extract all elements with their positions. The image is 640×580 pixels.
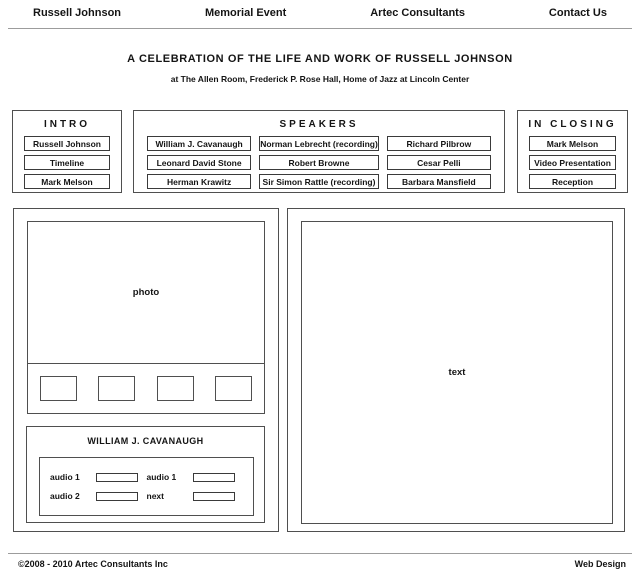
- speaker-button-sir-simon-rattle[interactable]: Sir Simon Rattle (recording): [259, 174, 379, 189]
- intro-button-mark-melson[interactable]: Mark Melson: [24, 174, 110, 189]
- audio-control-3-label: audio 2: [50, 491, 80, 501]
- speaker-button-barbara-mansfield[interactable]: Barbara Mansfield: [386, 174, 491, 189]
- speaker-button-leonard-david-stone[interactable]: Leonard David Stone: [147, 155, 252, 170]
- photo-placeholder-label: photo: [132, 287, 160, 298]
- audio-control-next: next: [147, 491, 244, 501]
- nav-item-contact-us[interactable]: Contact Us: [548, 7, 607, 19]
- audio-control-3-bar[interactable]: [96, 491, 138, 501]
- closing-button-reception[interactable]: Reception: [529, 174, 616, 189]
- audio-control-3: audio 2: [50, 491, 147, 501]
- speaker-button-william-j-cavanaugh[interactable]: William J. Cavanaugh: [147, 136, 252, 151]
- speakers-section-title: SPEAKERS: [279, 119, 359, 130]
- audio-control-next-label: next: [146, 491, 164, 501]
- photo-placeholder: photo: [28, 222, 264, 364]
- photo-thumbnail-1[interactable]: [40, 376, 77, 401]
- audio-control-2-bar[interactable]: [192, 472, 235, 482]
- audio-control-1-label: audio 1: [50, 472, 80, 482]
- intro-section: INTRO Russell Johnson Timeline Mark Mels…: [12, 110, 122, 193]
- in-closing-button-list: Mark Melson Video Presentation Reception: [518, 136, 627, 189]
- thumbnail-strip: [28, 364, 264, 413]
- in-closing-section-title: IN CLOSING: [528, 119, 617, 130]
- footer-divider: [8, 553, 632, 554]
- photo-thumbnail-4[interactable]: [214, 376, 252, 401]
- nav-item-russell-johnson[interactable]: Russell Johnson: [33, 7, 122, 19]
- speakers-button-grid: William J. Cavanaugh Norman Lebrecht (re…: [134, 136, 504, 189]
- speakers-section: SPEAKERS William J. Cavanaugh Norman Leb…: [133, 110, 505, 193]
- nav-divider: [8, 28, 632, 29]
- closing-button-mark-melson[interactable]: Mark Melson: [529, 136, 616, 151]
- nav-item-artec-consultants[interactable]: Artec Consultants: [370, 7, 465, 19]
- nav-item-memorial-event[interactable]: Memorial Event: [204, 7, 287, 19]
- page-title: A CELEBRATION OF THE LIFE AND WORK OF RU…: [127, 53, 513, 65]
- audio-control-2: audio 1: [147, 472, 244, 482]
- speaker-button-herman-krawitz[interactable]: Herman Krawitz: [147, 174, 252, 189]
- photo-viewer: photo: [27, 221, 265, 414]
- page-subtitle: at The Allen Room, Frederick P. Rose Hal…: [170, 74, 470, 84]
- audio-controls-box: audio 1 audio 1 audio 2 next: [39, 457, 254, 516]
- text-placeholder: text: [301, 221, 613, 524]
- intro-section-title: INTRO: [43, 119, 91, 130]
- audio-control-next-bar[interactable]: [192, 491, 235, 501]
- audio-control-2-label: audio 1: [146, 472, 177, 482]
- photo-thumbnail-2[interactable]: [98, 376, 136, 401]
- copyright-text: ©2008 - 2010 Artec Consultants Inc: [18, 559, 168, 569]
- speaker-button-norman-lebrecht[interactable]: Norman Lebrecht (recording): [259, 136, 379, 151]
- top-nav: Russell Johnson Memorial Event Artec Con…: [33, 7, 607, 19]
- speaker-button-robert-browne[interactable]: Robert Browne: [259, 155, 379, 170]
- closing-button-video-presentation[interactable]: Video Presentation: [529, 155, 616, 170]
- speaker-button-richard-pilbrow[interactable]: Richard Pilbrow: [386, 136, 491, 151]
- speaker-button-cesar-pelli[interactable]: Cesar Pelli: [386, 155, 491, 170]
- text-placeholder-label: text: [448, 367, 466, 378]
- intro-button-timeline[interactable]: Timeline: [24, 155, 110, 170]
- media-panel: photo WILLIAM J. CAVANAUGH audio 1 audio…: [13, 208, 279, 532]
- web-design-link[interactable]: Web Design: [574, 559, 626, 569]
- text-panel: text: [287, 208, 625, 532]
- photo-thumbnail-3[interactable]: [156, 376, 194, 401]
- audio-control-1: audio 1: [50, 472, 147, 482]
- audio-player-panel: WILLIAM J. CAVANAUGH audio 1 audio 1 aud…: [26, 426, 265, 523]
- footer: ©2008 - 2010 Artec Consultants Inc Web D…: [18, 559, 626, 569]
- intro-button-list: Russell Johnson Timeline Mark Melson: [13, 136, 121, 189]
- intro-button-russell-johnson[interactable]: Russell Johnson: [24, 136, 110, 151]
- in-closing-section: IN CLOSING Mark Melson Video Presentatio…: [517, 110, 628, 193]
- audio-player-title: WILLIAM J. CAVANAUGH: [87, 436, 204, 446]
- audio-control-1-bar[interactable]: [96, 472, 138, 482]
